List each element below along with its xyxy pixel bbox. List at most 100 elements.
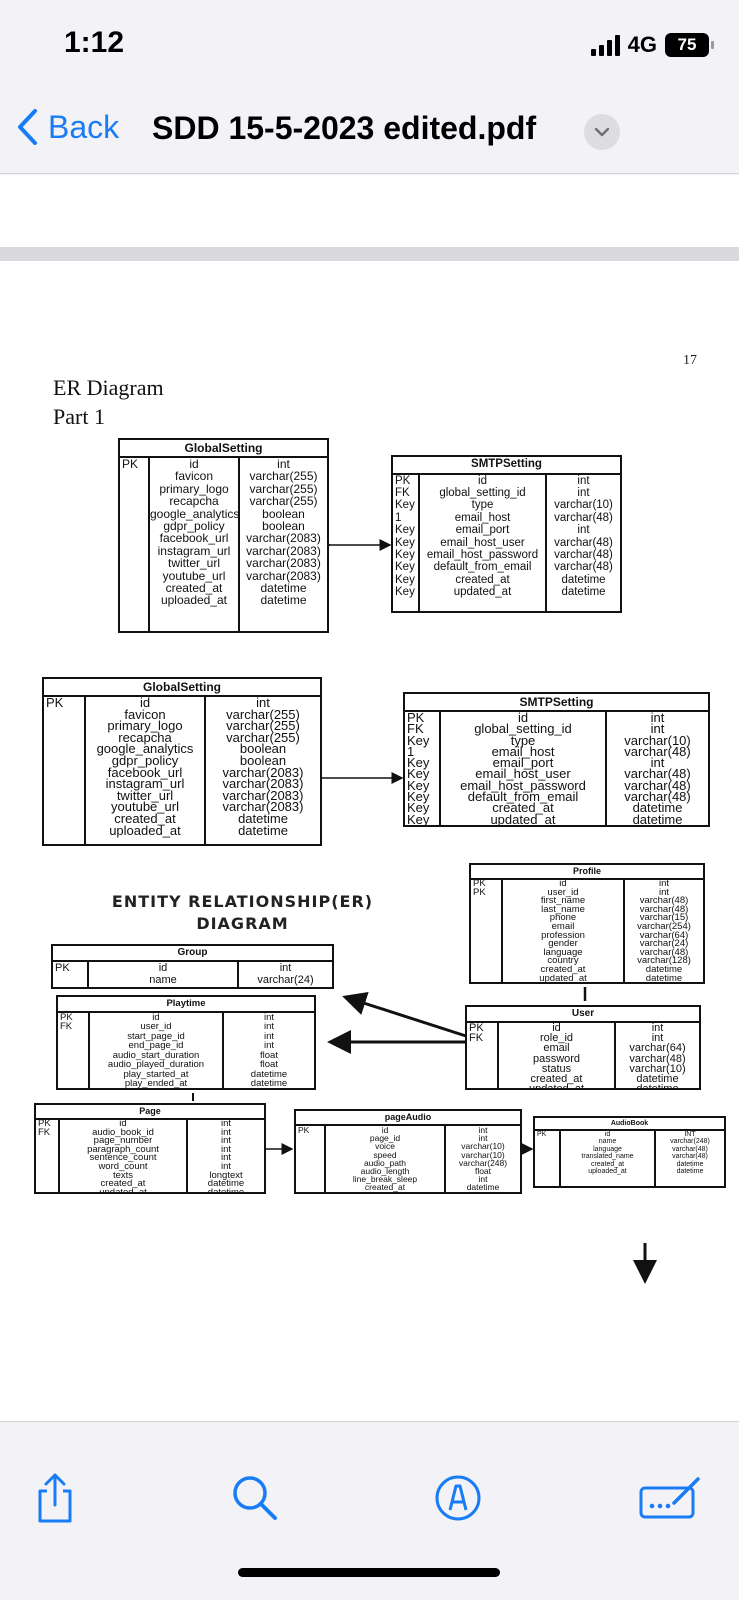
- field-type-cell: int: [263, 1012, 275, 1023]
- key-cell: FK: [395, 486, 410, 499]
- field-name-cell: gdpr_policy: [163, 519, 225, 534]
- field-name-cell: first_name: [540, 895, 586, 907]
- field-type-column: intintintintintintlongtextdatetimedateti…: [186, 1120, 264, 1192]
- field-type-cell: datetime: [238, 810, 288, 826]
- field-name-cell: type: [471, 499, 494, 512]
- field-name-cell: email_port: [492, 755, 554, 771]
- field-type-cell: float: [474, 1166, 492, 1177]
- field-name-cell: last_name: [541, 903, 585, 915]
- field-name-cell: email_host: [491, 743, 555, 759]
- field-type-cell: varchar(255): [226, 729, 300, 745]
- field-name-cell: id: [152, 1012, 160, 1023]
- heading-line-1: ER Diagram: [53, 375, 164, 400]
- key-cell: PK: [298, 1126, 310, 1135]
- field-name-cell: id: [119, 1120, 127, 1129]
- field-type-cell: varchar(2083): [222, 776, 304, 792]
- field-type-cell: datetime: [250, 1068, 288, 1080]
- field-name-cell: created_at: [100, 1178, 146, 1190]
- field-type-cell: boolean: [239, 752, 287, 768]
- field-name-cell: default_from_email: [467, 789, 579, 805]
- field-name-cell: created_at: [114, 810, 176, 826]
- field-name-cell: instagram_url: [105, 776, 185, 792]
- field-type-cell: int: [263, 1030, 275, 1042]
- field-name-cell: updated_at: [453, 586, 512, 599]
- field-name-cell: created_at: [540, 963, 586, 975]
- field-name-cell: id: [158, 962, 168, 974]
- field-type-cell: varchar(2083): [246, 531, 321, 546]
- field-type-cell: varchar(10): [461, 1141, 505, 1152]
- field-name-cell: email_host_user: [475, 766, 571, 782]
- field-type-cell: datetime: [207, 1178, 245, 1190]
- search-icon[interactable]: [225, 1468, 285, 1528]
- field-type-cell: datetime: [645, 963, 683, 975]
- table-title: Page: [36, 1105, 264, 1120]
- field-name-cell: email_host_user: [440, 536, 525, 549]
- field-type-cell: varchar(255): [226, 718, 300, 734]
- key-cell: PK: [473, 880, 486, 889]
- key-cell: PK: [537, 1131, 547, 1138]
- field-type-cell: varchar(255): [226, 706, 300, 722]
- field-name-cell: audio_path: [363, 1157, 407, 1168]
- pdf-page[interactable]: 17 ER Diagram Part 1 ENTITY RELATIONSHIP…: [0, 261, 739, 1421]
- field-name-cell: type: [510, 732, 536, 748]
- key-cell: Key: [407, 811, 430, 825]
- cellular-signal-icon: [590, 34, 620, 56]
- battery-level: 75: [677, 35, 697, 54]
- field-name-cell: gdpr_policy: [111, 752, 179, 768]
- share-icon[interactable]: [25, 1468, 85, 1528]
- key-cell: FK: [38, 1126, 51, 1138]
- key-cell: 1: [407, 743, 415, 759]
- field-type-cell: datetime: [676, 1160, 704, 1168]
- document-title[interactable]: SDD 15-5-2023 edited.pdf: [152, 110, 537, 146]
- field-type-cell: varchar(48): [624, 766, 691, 782]
- field-name-cell: audio_book_id: [92, 1126, 154, 1138]
- field-type-cell: int: [658, 886, 670, 898]
- field-type-cell: varchar(2083): [222, 787, 304, 803]
- field-name-cell: primary_logo: [159, 481, 229, 496]
- title-menu-button[interactable]: [584, 114, 620, 150]
- field-type-cell: varchar(48): [624, 743, 691, 759]
- table-title: GlobalSetting: [120, 440, 327, 458]
- field-name-cell: start_page_id: [127, 1030, 185, 1042]
- field-type-cell: datetime: [260, 593, 307, 608]
- back-button[interactable]: Back: [16, 108, 119, 146]
- field-name-cell: updated_at: [539, 972, 587, 982]
- bottom-toolbar: [0, 1421, 739, 1600]
- field-type-cell: datetime: [645, 972, 683, 982]
- field-type-cell: datetime: [260, 581, 307, 596]
- field-name-cell: translated_name: [581, 1153, 634, 1161]
- field-type-cell: int: [650, 755, 665, 771]
- key-cell: Key: [407, 777, 430, 793]
- annotate-icon[interactable]: [636, 1468, 706, 1528]
- page-number: 17: [683, 353, 697, 368]
- field-name-cell: updated_at: [499, 1084, 614, 1088]
- field-name-cell: profession: [541, 929, 585, 941]
- key-cell: Key: [407, 732, 430, 748]
- markup-icon[interactable]: [428, 1468, 488, 1528]
- field-name-cell: phone: [549, 912, 577, 924]
- table-title: User: [467, 1007, 699, 1023]
- field-name-cell: favicon: [124, 706, 166, 722]
- relation-user-group: [342, 992, 467, 1038]
- field-name-cell: recapcha: [118, 729, 172, 745]
- field-type-cell: datetime: [616, 1084, 699, 1088]
- key-cell: PK: [473, 886, 486, 898]
- field-name-cell: email_host_password: [460, 777, 586, 793]
- field-type-cell: datetime: [632, 800, 683, 816]
- field-type-cell: varchar(64): [639, 929, 689, 941]
- markup-icon-glyph: [435, 1475, 481, 1521]
- field-type-cell: varchar(48): [554, 536, 613, 549]
- field-type-cell: varchar(2083): [222, 799, 304, 815]
- field-name-cell: page_number: [93, 1135, 153, 1147]
